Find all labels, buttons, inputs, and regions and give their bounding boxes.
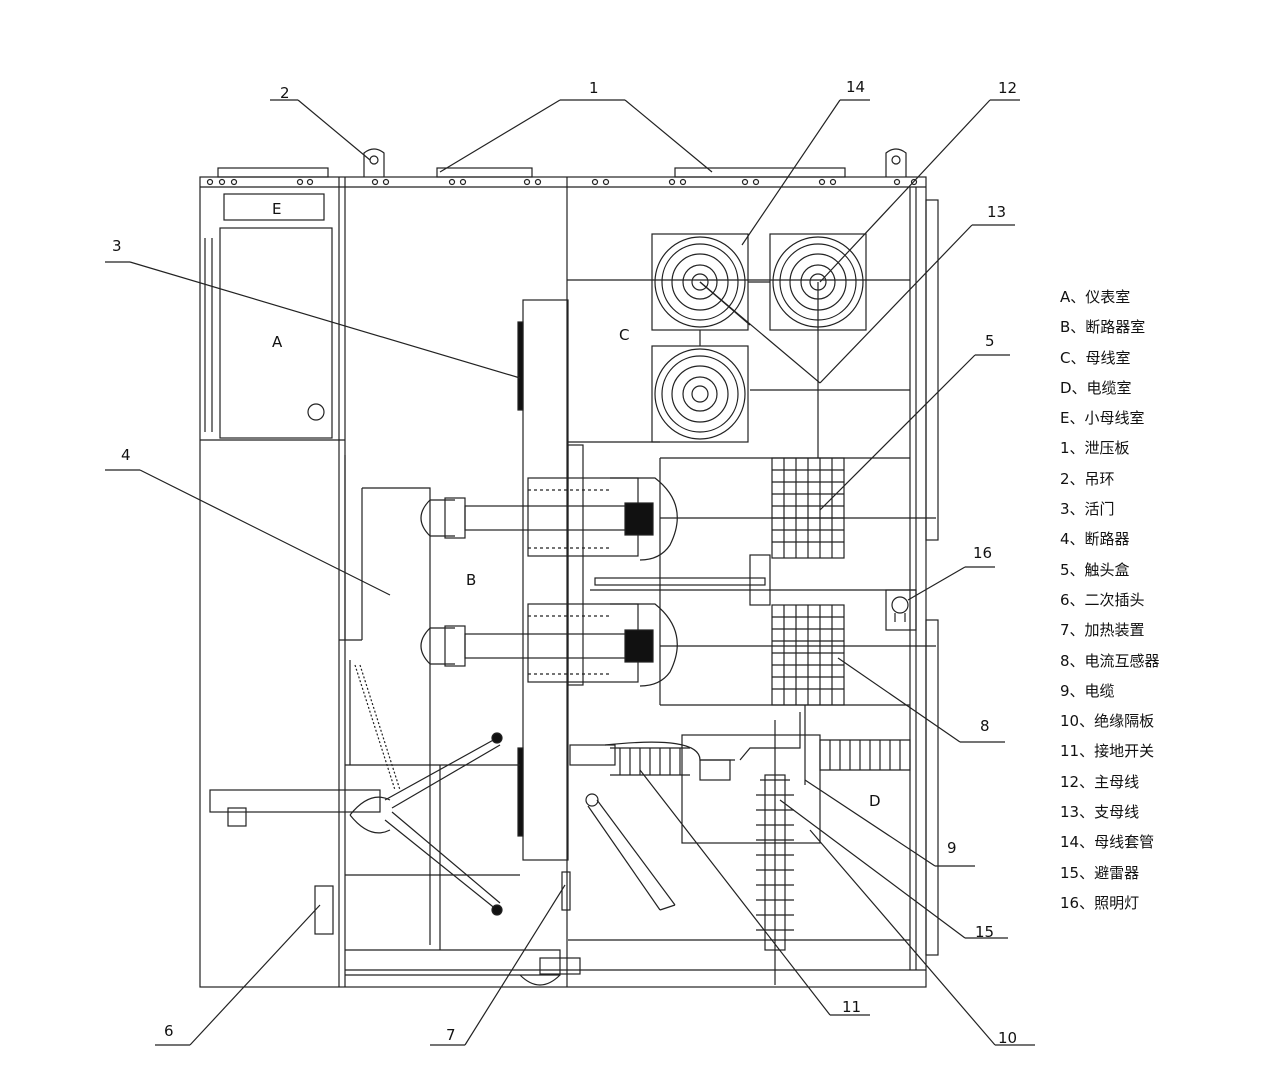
section-label-d: D	[869, 792, 881, 810]
section-label-b: B	[466, 571, 476, 589]
surge-arrester	[756, 720, 794, 985]
leader-lines	[105, 99, 1035, 1046]
callout-13: 13	[987, 203, 1006, 221]
legend-item: A、仪表室	[1060, 288, 1131, 306]
legend-item: B、断路器室	[1060, 318, 1146, 337]
middle-busbar	[590, 554, 916, 606]
legend-item: 6、二次插头	[1060, 590, 1145, 609]
legend-item: 2、吊环	[1060, 469, 1115, 488]
section-label-a: A	[272, 333, 283, 351]
instrument-compartment	[200, 193, 345, 441]
callout-3: 3	[112, 237, 122, 255]
lifting-ring-icon	[363, 148, 907, 177]
top-bolts	[206, 178, 918, 186]
callout-5: 5	[985, 332, 995, 350]
bus-bushing	[651, 233, 867, 458]
upper-contact-arm	[420, 477, 936, 561]
callout-6: 6	[164, 1022, 174, 1040]
breaker-compartment	[339, 299, 584, 976]
lower-contact-arm	[420, 603, 936, 687]
legend-item: 9、电缆	[1060, 681, 1115, 700]
callout-1: 1	[589, 79, 599, 97]
current-transformer	[771, 457, 845, 706]
callout-12: 12	[998, 79, 1017, 97]
callout-2: 2	[280, 84, 290, 102]
legend: A、仪表室 B、断路器室 C、母线室 D、电缆室 E、小母线室 1、泄压板 2、…	[1060, 286, 1260, 922]
callout-11: 11	[842, 998, 861, 1016]
section-label-e: E	[272, 200, 281, 218]
callout-10: 10	[998, 1029, 1017, 1047]
legend-item: 5、触头盒	[1060, 560, 1130, 579]
legend-item: 13、支母线	[1060, 803, 1140, 822]
lamp-icon	[885, 589, 917, 631]
legend-item: 10、绝缘隔板	[1060, 712, 1155, 731]
legend-item: 7、加热装置	[1060, 621, 1145, 640]
legend-item: 11、接地开关	[1060, 742, 1155, 761]
cabinet-frame	[199, 167, 939, 988]
legend-item: E、小母线室	[1060, 409, 1145, 428]
legend-item: D、电缆室	[1060, 378, 1132, 397]
section-label-c: C	[619, 326, 629, 344]
legend-item: 8、电流互感器	[1060, 651, 1160, 670]
legend-item: 12、主母线	[1060, 772, 1140, 791]
legend-item: 4、断路器	[1060, 530, 1130, 549]
cable-compartment	[568, 705, 911, 941]
callout-9: 9	[947, 839, 957, 857]
heater	[519, 871, 581, 986]
legend-item: 3、活门	[1060, 500, 1115, 519]
callout-7: 7	[446, 1026, 456, 1044]
callout-14: 14	[846, 78, 865, 96]
legend-item: C、母线室	[1060, 348, 1131, 367]
callout-8: 8	[980, 717, 990, 735]
legend-item: 16、照明灯	[1060, 893, 1140, 912]
legend-item: 1、泄压板	[1060, 439, 1130, 458]
earthing-lever	[585, 793, 676, 911]
callout-4: 4	[121, 446, 131, 464]
callout-16: 16	[973, 544, 992, 562]
legend-item: 15、避雷器	[1060, 863, 1140, 882]
legend-item: 14、母线套管	[1060, 833, 1155, 852]
breaker-mechanism	[209, 660, 503, 935]
callout-15: 15	[975, 923, 994, 941]
